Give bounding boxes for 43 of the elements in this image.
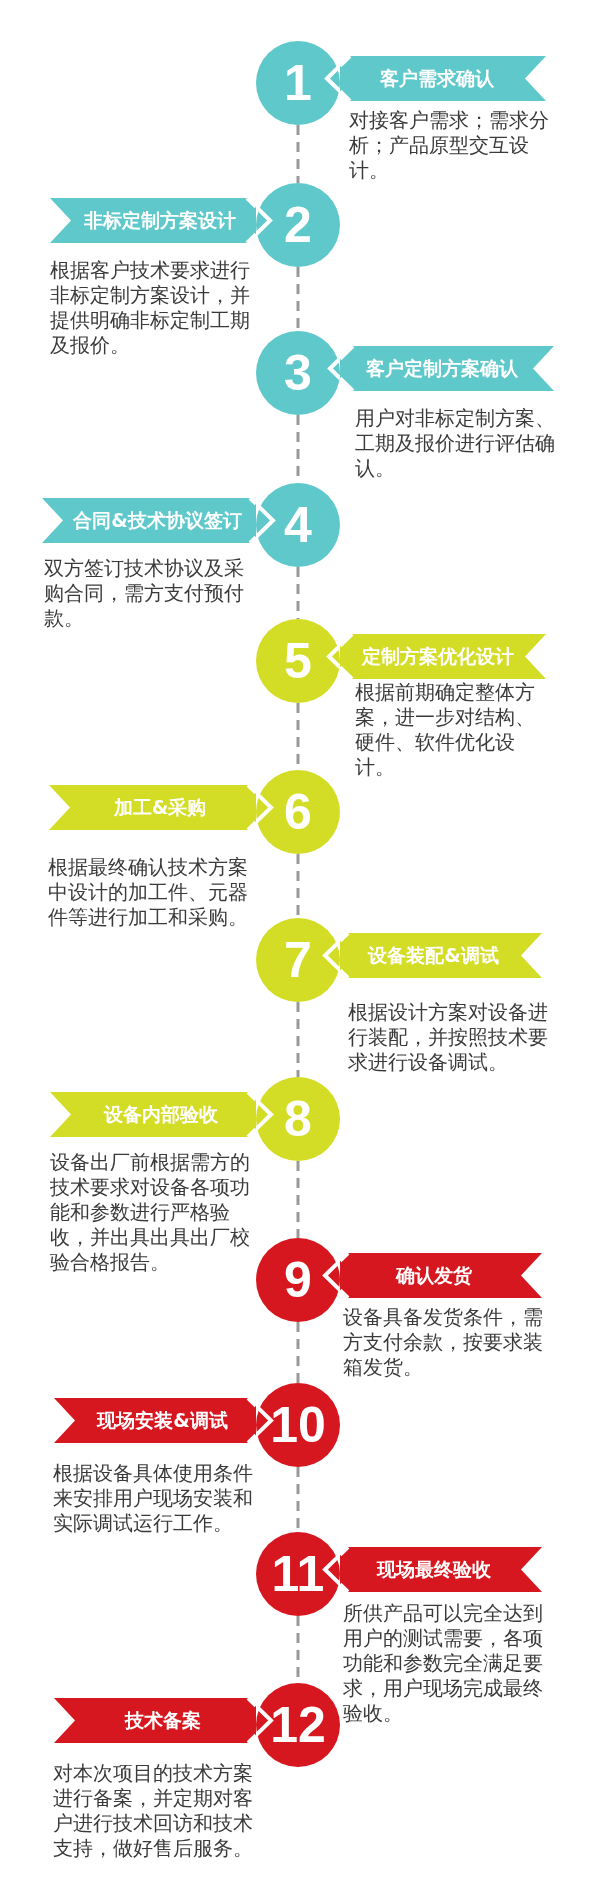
step-description: 用户对非标定制方案、工期及报价进行评估确认。 [355, 406, 556, 481]
step-description: 所供产品可以完全达到用户的测试需要，各项功能和参数完全满足要求，用户现场完成最终验收。 [343, 1601, 544, 1726]
dashed-connector [296, 1161, 300, 1238]
step-number-circle: 3 [256, 331, 340, 415]
step-number-circle: 4 [256, 483, 340, 567]
step-number-circle: 7 [256, 918, 340, 1002]
dashed-connector [296, 1322, 300, 1383]
step-description: 对本次项目的技术方案进行备案，并定期对客户进行技术回访和技术支持，做好售后服务。 [53, 1761, 254, 1861]
title-ribbon: 现场安装&调试 [54, 1398, 256, 1443]
dashed-connector [296, 567, 300, 619]
title-ribbon: 合同&技术协议签订 [42, 498, 256, 543]
dashed-connector [296, 267, 300, 331]
title-ribbon: 加工&采购 [49, 785, 256, 830]
step-description: 根据前期确定整体方案，进一步对结构、硬件、软件优化设计。 [355, 680, 536, 780]
step-number-circle: 8 [256, 1077, 340, 1161]
title-ribbon: 现场最终验收 [340, 1547, 542, 1592]
step-number-circle: 9 [256, 1238, 340, 1322]
step-number-circle: 6 [256, 770, 340, 854]
step-description: 对接客户需求；需求分析；产品原型交互设计。 [349, 108, 550, 183]
step-description: 根据设备具体使用条件来安排用户现场安装和实际调试运行工作。 [53, 1461, 254, 1536]
title-ribbon: 客户需求确认 [340, 56, 546, 101]
title-ribbon: 客户定制方案确认 [340, 346, 554, 391]
title-ribbon: 设备内部验收 [50, 1092, 256, 1137]
dashed-connector [296, 125, 300, 183]
step-description: 根据客户技术要求进行非标定制方案设计，并提供明确非标定制工期及报价。 [50, 258, 251, 358]
step-number-circle: 2 [256, 183, 340, 267]
step-description: 根据设计方案对设备进行装配，并按照技术要求进行设备调试。 [348, 1000, 549, 1075]
title-ribbon: 确认发货 [340, 1253, 542, 1298]
title-ribbon: 设备装配&调试 [340, 933, 542, 978]
title-ribbon: 技术备案 [54, 1698, 256, 1743]
step-number-circle: 11 [256, 1532, 340, 1616]
step-number-circle: 12 [256, 1683, 340, 1767]
step-number-circle: 5 [256, 619, 340, 703]
title-ribbon: 非标定制方案设计 [50, 198, 256, 243]
step-number-circle: 1 [256, 41, 340, 125]
step-description: 设备出厂前根据需方的技术要求对设备各项功能和参数进行严格验收，并出具出具出厂校验合格报告。 [50, 1150, 251, 1275]
step-number-circle: 10 [256, 1383, 340, 1467]
step-description: 双方签订技术协议及采购合同，需方支付预付款。 [44, 556, 245, 631]
step-description: 根据最终确认技术方案中设计的加工件、元器件等进行加工和采购。 [48, 855, 249, 930]
dashed-connector [296, 854, 300, 918]
title-ribbon: 定制方案优化设计 [340, 634, 546, 679]
dashed-connector [296, 1002, 300, 1077]
step-description: 设备具备发货条件，需方支付余款，按要求装箱发货。 [343, 1305, 544, 1380]
